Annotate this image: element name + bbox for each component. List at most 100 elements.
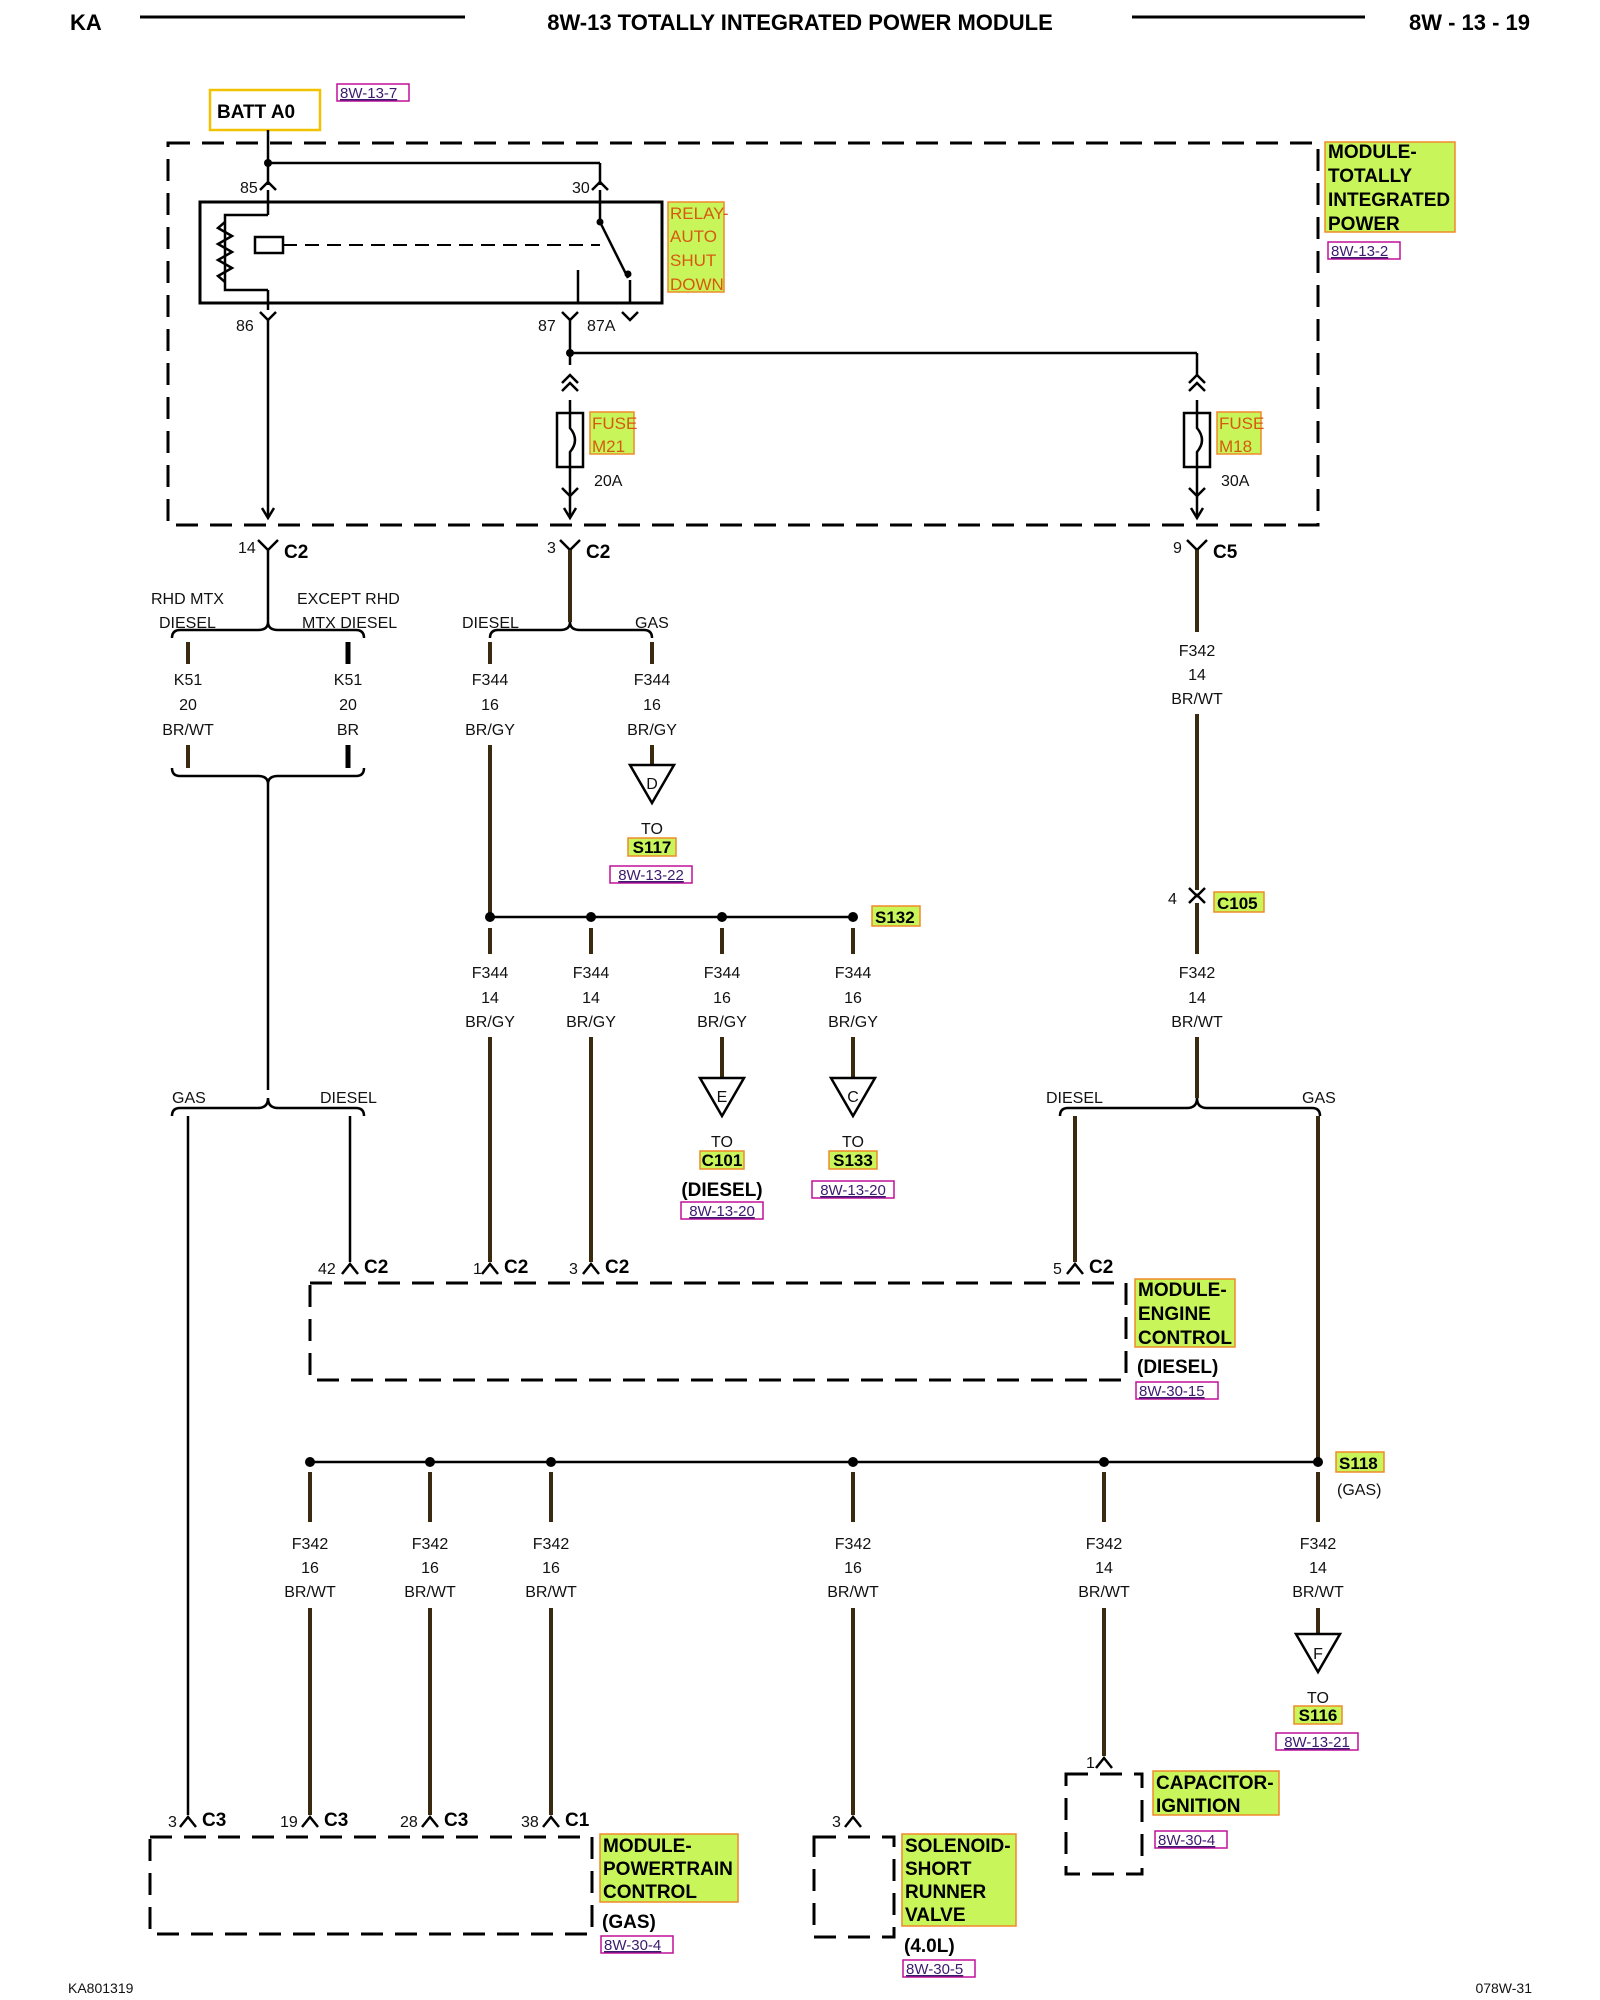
offpage-e-target[interactable]: C101 <box>702 1151 743 1170</box>
fuse-m21-top-conn <box>561 373 579 384</box>
relay-coil <box>253 235 285 255</box>
conn-c105-name: C105 <box>1217 894 1258 913</box>
conn-c5-9-name: C5 <box>1213 542 1238 563</box>
wire-s132-4-c: BR/GY <box>828 1014 878 1031</box>
ecm-module-outline <box>308 1281 1128 1382</box>
conn-c105-label-bg <box>1213 891 1265 913</box>
wire-f344a-3: BR/GY <box>465 722 515 739</box>
pin-87-label: 87 <box>538 318 556 335</box>
offpage-e-ref[interactable]: 8W-13-20 <box>689 1203 755 1220</box>
ecm-ref[interactable]: 8W-30-15 <box>1139 1383 1205 1400</box>
conn-pcm-3-mark <box>179 1814 197 1828</box>
wire-m18-arrow <box>1189 507 1205 521</box>
offpage-d-icon[interactable] <box>627 763 677 806</box>
conn-ecm-1-mark <box>481 1261 499 1275</box>
conn-ecm-1-name: C2 <box>504 1257 528 1278</box>
pcm-ref[interactable]: 8W-30-4 <box>604 1937 661 1954</box>
wire-b5-c: BR/WT <box>1078 1584 1130 1601</box>
conn-pcm-3-name: C3 <box>202 1810 226 1831</box>
pcm-label-2: POWERTRAIN <box>603 1859 733 1880</box>
wire-s132-4-a: F344 <box>835 965 872 982</box>
opt-diesel-left: DIESEL <box>320 1090 377 1107</box>
fuse-m21-label-2: M21 <box>592 437 625 456</box>
wire-b6-a: F342 <box>1300 1536 1337 1553</box>
ecm-note: (DIESEL) <box>1137 1357 1218 1378</box>
wire-s132-1-c: BR/GY <box>465 1014 515 1031</box>
fuse-m21-label-1: FUSE <box>592 414 637 433</box>
fuse-m18-top-conn <box>1188 373 1206 384</box>
offpage-d-to: TO <box>641 821 663 838</box>
wire-b4-a: F342 <box>835 1536 872 1553</box>
tipm-ref[interactable]: 8W-13-2 <box>1331 243 1388 260</box>
option-brace-f344 <box>488 621 654 639</box>
wire-f344b-2: 16 <box>643 697 661 714</box>
batt-box <box>208 88 322 132</box>
offpage-c-ref-box <box>811 1180 895 1199</box>
conn-pcm-28-name: C3 <box>444 1810 468 1831</box>
opt-except-rhd-2: MTX DIESEL <box>302 615 397 632</box>
offpage-c-icon[interactable] <box>828 1076 878 1119</box>
splice-s118-note: (GAS) <box>1337 1482 1381 1499</box>
conn-pcm-28-pin: 28 <box>400 1814 418 1831</box>
pin-30-label: 30 <box>572 180 590 197</box>
offpage-d-target-bg <box>627 837 677 857</box>
conn-pcm-19-mark <box>301 1814 319 1828</box>
opt-gas-f344: GAS <box>635 615 669 632</box>
splice-s132-label: S132 <box>875 908 915 927</box>
wire-s132-2-c: BR/GY <box>566 1014 616 1031</box>
splice-s132-label-bg <box>871 905 921 927</box>
cap-module-outline <box>1064 1772 1144 1876</box>
conn-cap-1-pin: 1 <box>1086 1755 1095 1772</box>
offpage-c-target[interactable]: S133 <box>833 1151 873 1170</box>
conn-c5-9-pin: 9 <box>1173 540 1182 557</box>
offpage-c-target-bg <box>828 1150 878 1170</box>
relay-box <box>198 200 664 305</box>
option-brace-k51-bottom <box>170 767 366 785</box>
splice-s132-node-1 <box>485 912 495 922</box>
srv-note: (4.0L) <box>904 1936 955 1957</box>
conn-ecm-3-pin: 3 <box>569 1261 578 1278</box>
wire-b4-c: BR/WT <box>827 1584 879 1601</box>
offpage-d-target[interactable]: S117 <box>633 838 672 857</box>
offpage-c-ref[interactable]: 8W-13-20 <box>820 1182 886 1199</box>
srv-ref[interactable]: 8W-30-5 <box>906 1961 963 1978</box>
conn-c2-14-mark <box>257 539 279 552</box>
splice-s118-node-3 <box>546 1457 556 1467</box>
srv-label-bg <box>901 1833 1017 1927</box>
fuse-m21-top-conn2 <box>561 381 579 392</box>
ecm-label-1: MODULE- <box>1138 1280 1227 1301</box>
cap-ref[interactable]: 8W-30-4 <box>1158 1832 1215 1849</box>
pcm-ref-box <box>600 1935 674 1954</box>
offpage-e-icon[interactable] <box>697 1076 747 1119</box>
relay-coil-wire <box>223 213 268 292</box>
offpage-f-target[interactable]: S116 <box>1299 1706 1338 1725</box>
conn-c5-9-mark <box>1186 539 1208 552</box>
cap-label-1: CAPACITOR- <box>1156 1773 1274 1794</box>
ecm-label-3: CONTROL <box>1138 1328 1232 1349</box>
splice-s118-node-1 <box>305 1457 315 1467</box>
srv-ref-box <box>902 1959 976 1978</box>
offpage-f-target-bg <box>1293 1705 1343 1725</box>
batt-ref[interactable]: 8W-13-7 <box>340 85 397 102</box>
offpage-f-letter: F <box>1313 1646 1323 1663</box>
offpage-f-ref[interactable]: 8W-13-21 <box>1284 1734 1350 1751</box>
relay-87a-dot <box>624 270 632 278</box>
wire-b2-a: F342 <box>412 1536 449 1553</box>
conn-ecm-42-pin: 42 <box>318 1261 336 1278</box>
wire-f342-top-2: 14 <box>1188 667 1206 684</box>
opt-diesel-right: DIESEL <box>1046 1090 1103 1107</box>
conn-pcm-38-mark <box>542 1814 560 1828</box>
wire-f344a-1: F344 <box>472 672 509 689</box>
tipm-label-bg <box>1324 141 1456 233</box>
conn-ecm-42-name: C2 <box>364 1257 388 1278</box>
wire-b6-c: BR/WT <box>1292 1584 1344 1601</box>
offpage-d-ref[interactable]: 8W-13-22 <box>618 867 684 884</box>
offpage-f-icon[interactable] <box>1293 1632 1343 1675</box>
wire-s132-2-a: F344 <box>573 965 610 982</box>
conn-c2-14-pin: 14 <box>238 540 256 557</box>
fuse-m21-rating: 20A <box>594 473 623 490</box>
srv-label-1: SOLENOID- <box>905 1836 1011 1857</box>
wire-k51b-3: BR <box>337 722 359 739</box>
splice-s118-node-5 <box>1099 1457 1109 1467</box>
